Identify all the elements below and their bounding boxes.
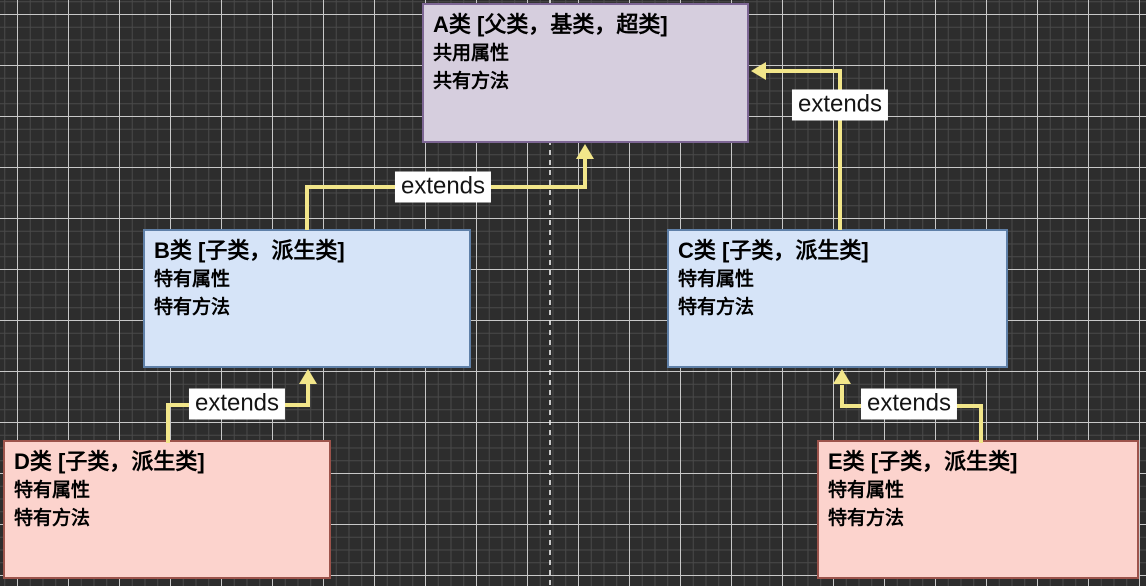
class-node-d[interactable]: D类 [子类，派生类] 特有属性 特有方法 — [3, 440, 331, 579]
edge-segment[interactable] — [305, 185, 309, 230]
edge-d-to-b-label[interactable]: extends — [188, 388, 286, 420]
edge-segment[interactable] — [166, 403, 170, 443]
node-b-attribute-line: 特有属性 — [154, 269, 231, 290]
class-node-b[interactable]: B类 [子类，派生类] 特有属性 特有方法 — [143, 229, 471, 368]
edge-segment[interactable] — [306, 384, 310, 407]
edge-c-to-a-label[interactable]: extends — [791, 89, 889, 121]
node-d-title: D类 [子类，派生类] — [14, 449, 205, 474]
node-d-method-line: 特有方法 — [14, 508, 91, 529]
node-e-method-line: 特有方法 — [828, 508, 905, 529]
edge-b-to-a-label[interactable]: extends — [394, 171, 492, 203]
node-a-attribute-line: 共用属性 — [433, 43, 510, 64]
edge-segment[interactable] — [979, 404, 983, 443]
edge-segment[interactable] — [766, 69, 842, 73]
class-node-a[interactable]: A类 [父类，基类，超类] 共用属性 共有方法 — [422, 3, 749, 143]
node-e-attribute-line: 特有属性 — [828, 480, 905, 501]
node-b-method-line: 特有方法 — [154, 297, 231, 318]
edge-arrowhead-icon[interactable] — [751, 62, 766, 80]
node-c-title: C类 [子类，派生类] — [678, 238, 869, 263]
edge-arrowhead-icon[interactable] — [299, 369, 317, 384]
node-b-title: B类 [子类，派生类] — [154, 238, 345, 263]
node-e-title: E类 [子类，派生类] — [828, 449, 1018, 474]
node-c-attribute-line: 特有属性 — [678, 269, 755, 290]
edge-e-to-c-label[interactable]: extends — [860, 388, 958, 420]
edge-segment[interactable] — [838, 69, 842, 230]
node-a-title: A类 [父类，基类，超类] — [433, 12, 668, 37]
class-node-c[interactable]: C类 [子类，派生类] 特有属性 特有方法 — [667, 229, 1008, 368]
edge-segment[interactable] — [840, 385, 844, 408]
node-a-method-line: 共有方法 — [433, 71, 510, 92]
page-divider — [549, 0, 551, 586]
node-d-attribute-line: 特有属性 — [14, 480, 91, 501]
edge-arrowhead-icon[interactable] — [833, 369, 851, 384]
edge-arrowhead-icon[interactable] — [576, 144, 594, 159]
class-node-e[interactable]: E类 [子类，派生类] 特有属性 特有方法 — [817, 440, 1139, 579]
edge-segment[interactable] — [583, 158, 587, 189]
node-c-method-line: 特有方法 — [678, 297, 755, 318]
